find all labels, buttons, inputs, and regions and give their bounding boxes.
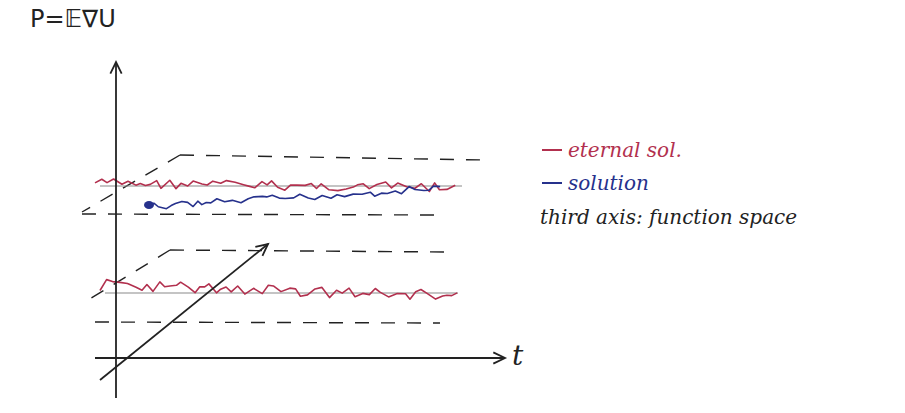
legend-entry: eternal sol. [540,138,682,162]
solution-path [150,186,440,209]
legend-line-sample [540,178,564,188]
eternal-solution-path [95,179,455,192]
initial-point [144,201,154,209]
legend-text: solution [568,171,649,195]
eternal-solution-path [100,280,457,300]
vertical-axis [115,62,117,398]
vertical-axis-head [110,62,121,74]
band-top-edge [170,250,445,252]
band-bottom-edge [95,322,440,323]
band-top-edge [180,155,485,160]
annotation: third axis: function space [540,206,797,229]
annotation: t [512,340,523,372]
legend-text: eternal sol. [568,138,682,162]
time-axis-head [493,352,505,363]
function-space-axis-head [255,244,268,256]
band-bottom-edge [82,214,435,215]
time-axis [95,357,505,359]
function-space-axis [100,244,268,380]
legend-line-sample [540,145,564,155]
legend-entry: solution [540,171,649,195]
annotation: P=𝔼∇U [30,6,116,34]
